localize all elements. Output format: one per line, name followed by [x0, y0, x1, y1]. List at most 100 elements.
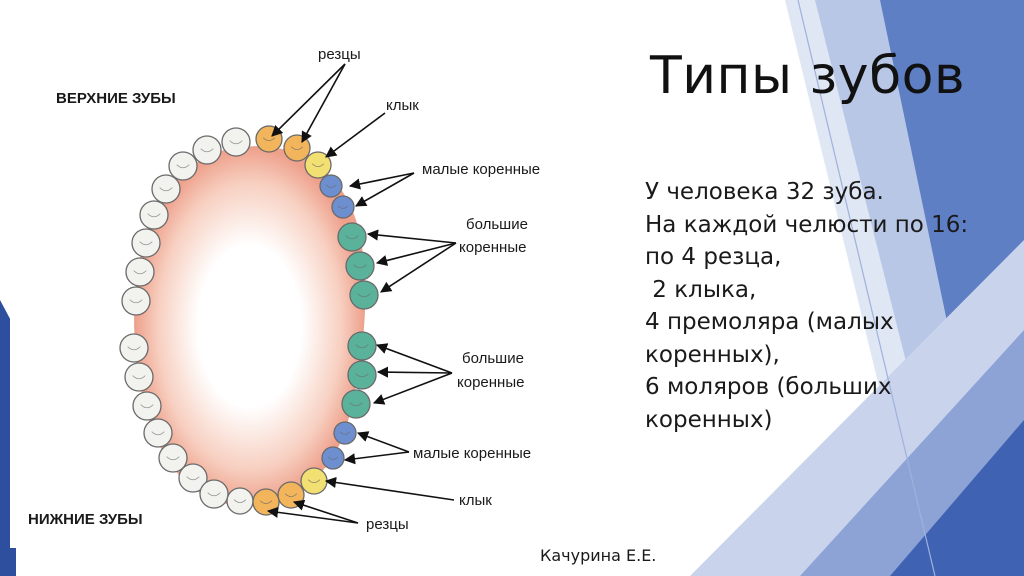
- arrow-lower-molar-2: [376, 366, 453, 378]
- arrow-lower-molar-1: [375, 343, 453, 374]
- tooth-tooth-21: [158, 443, 188, 473]
- arrow-lower-canine: [324, 476, 455, 501]
- tooth-tooth-5: [139, 200, 169, 230]
- arrow-upper-molar-1: [366, 229, 457, 244]
- tooth-crown-detail: [132, 375, 146, 380]
- upper-molars-label-2: коренные: [459, 239, 526, 256]
- molar-tooth-16: [349, 280, 379, 310]
- tooth-crown-detail: [186, 476, 200, 481]
- tooth-crown-detail: [339, 431, 351, 435]
- arrow-upper-canine: [325, 112, 386, 158]
- tooth-crown-detail: [325, 184, 337, 188]
- molar-tooth-27: [341, 389, 371, 419]
- body-line: коренных),: [645, 341, 780, 368]
- body-line: У человека 32 зуба.: [645, 179, 884, 205]
- tooth-crown-detail: [311, 163, 325, 168]
- tooth-tooth-24: [226, 487, 254, 515]
- tooth-tooth-7: [125, 257, 155, 287]
- tooth-tooth-2: [192, 135, 222, 165]
- jaw-diagram: [119, 125, 379, 516]
- tooth-tooth-1: [221, 127, 251, 157]
- tooth-crown-detail: [207, 492, 221, 497]
- molar-tooth-15: [345, 251, 375, 281]
- author-credit: Качурина Е.Е.: [540, 546, 657, 565]
- upper-teeth-heading: ВЕРХНИЕ ЗУБЫ: [56, 90, 176, 107]
- lower-canine-label: клык: [459, 492, 492, 509]
- body-line: 2 клыка,: [645, 276, 757, 303]
- arrow-upper-premolar-1: [348, 172, 415, 190]
- canine-tooth-30: [300, 467, 328, 495]
- lower-teeth-heading: НИЖНИЕ ЗУБЫ: [28, 511, 143, 528]
- tooth-crown-detail: [140, 404, 154, 409]
- tooth-crown-detail: [139, 241, 153, 246]
- arrow-lower-incisor-1: [292, 499, 359, 524]
- incisor-tooth-10: [283, 134, 311, 162]
- tooth-crown-detail: [151, 431, 165, 436]
- body-line: 4 премоляра (малых: [645, 309, 894, 335]
- lower-premolars-label: малые коренные: [413, 445, 531, 462]
- tooth-crown-detail: [200, 148, 214, 153]
- arrow-upper-molar-3: [380, 242, 457, 293]
- molar-tooth-14: [337, 222, 367, 252]
- tooth-tooth-4: [151, 174, 181, 204]
- tooth-crown-detail: [337, 205, 349, 209]
- tooth-crown-detail: [166, 456, 180, 461]
- tooth-crown-detail: [307, 479, 321, 484]
- tooth-crown-detail: [262, 137, 276, 142]
- tooth-crown-detail: [133, 270, 147, 275]
- slide-body-text: У человека 32 зуба. На каждой челюсти по…: [645, 176, 1015, 436]
- tooth-crown-detail: [355, 373, 369, 378]
- molar-tooth-25: [347, 331, 377, 361]
- premolar-tooth-13: [331, 195, 355, 219]
- canine-tooth-11: [304, 151, 332, 179]
- tooth-tooth-8: [121, 286, 151, 316]
- tooth-crown-detail: [284, 493, 298, 498]
- bg-line: [797, 0, 936, 576]
- premolar-tooth-12: [319, 174, 343, 198]
- tooth-tooth-20: [143, 418, 173, 448]
- arrow-lower-incisor-2: [266, 506, 359, 524]
- tooth-crown-detail: [349, 402, 363, 407]
- lower-molars-label-1: большие: [462, 350, 524, 367]
- tooth-crown-detail: [147, 213, 161, 218]
- tooth-crown-detail: [327, 456, 339, 460]
- tooth-crown-detail: [159, 187, 173, 192]
- tooth-crown-detail: [129, 299, 143, 304]
- bg-shape-blue-4: [890, 420, 1024, 576]
- tooth-crown-detail: [345, 235, 359, 240]
- lower-molars-label-2: коренные: [457, 374, 524, 391]
- tooth-tooth-6: [131, 228, 161, 258]
- lower-incisors-label: резцы: [366, 516, 409, 533]
- upper-premolars-label: малые коренные: [422, 161, 540, 178]
- body-line: коренных): [645, 406, 773, 433]
- arrow-upper-incisor-1: [271, 63, 346, 137]
- incisor-tooth-32: [252, 488, 280, 516]
- arrow-upper-premolar-2: [355, 172, 415, 207]
- tooth-tooth-19: [132, 391, 162, 421]
- tooth-crown-detail: [229, 140, 243, 145]
- tooth-tooth-3: [168, 151, 198, 181]
- premolar-tooth-28: [333, 421, 357, 445]
- tooth-crown-detail: [233, 499, 247, 504]
- tooth-tooth-22: [178, 463, 208, 493]
- tooth-crown-detail: [259, 500, 273, 505]
- tooth-crown-detail: [176, 164, 190, 169]
- arrow-lower-premolar-2: [343, 451, 410, 465]
- tooth-tooth-18: [124, 362, 154, 392]
- molar-tooth-26: [347, 360, 377, 390]
- tooth-tooth-17: [119, 333, 149, 363]
- upper-canine-label: клык: [386, 97, 419, 114]
- tooth-crown-detail: [353, 264, 367, 269]
- tooth-crown-detail: [290, 146, 304, 151]
- body-line: На каждой челюсти по 16:: [645, 211, 969, 238]
- premolar-tooth-29: [321, 446, 345, 470]
- arrow-upper-molar-2: [375, 242, 457, 266]
- arrow-lower-molar-3: [372, 372, 453, 405]
- tooth-crown-detail: [357, 293, 371, 298]
- body-line: по 4 резца,: [645, 244, 782, 270]
- pointer-arrows: [266, 63, 457, 524]
- tooth-crown-detail: [355, 344, 369, 349]
- arrow-upper-incisor-2: [301, 63, 346, 143]
